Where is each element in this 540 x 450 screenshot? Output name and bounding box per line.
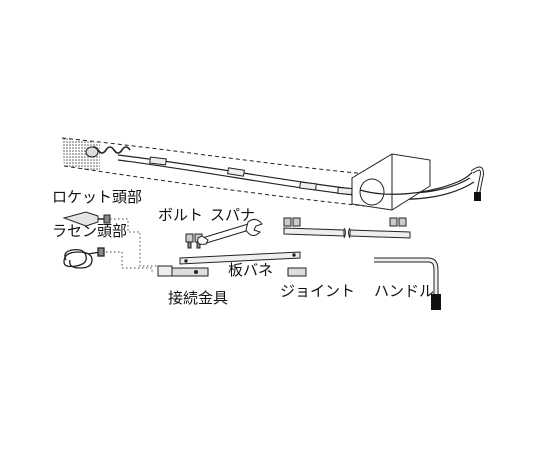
assembled-spring-joints	[149, 156, 353, 196]
label-bolt: ボルト	[158, 206, 204, 224]
label-connector: 接続金具	[168, 289, 229, 307]
joint-part	[287, 267, 307, 277]
long-spring-strip	[283, 227, 411, 239]
assembled-handle	[470, 166, 485, 201]
label-handle: ハンドル	[374, 282, 435, 300]
label-spiral-head: ラセン頭部	[52, 222, 128, 240]
spanner-part	[197, 218, 263, 245]
label-rocket-head: ロケット頭部	[52, 188, 143, 206]
label-leaf-spring: 板バネ	[228, 261, 274, 279]
pipe-head-tip	[85, 146, 99, 158]
wall-box	[351, 153, 431, 211]
rocket-head-part	[62, 211, 111, 227]
label-spanner: スパナ	[210, 206, 256, 224]
pipe-outline	[61, 137, 391, 207]
leaf-spring-part	[179, 251, 301, 265]
connector-part	[157, 265, 209, 277]
spiral-head-part	[63, 247, 105, 269]
wall-box-spring-pass	[359, 169, 475, 195]
bolts-group-right-1	[283, 217, 301, 227]
bolts-group-right-2	[389, 217, 407, 227]
head-leader-lines	[106, 218, 158, 272]
pipe-cross-section	[62, 138, 100, 172]
handle-part	[374, 257, 441, 310]
label-joint: ジョイント	[280, 282, 356, 300]
